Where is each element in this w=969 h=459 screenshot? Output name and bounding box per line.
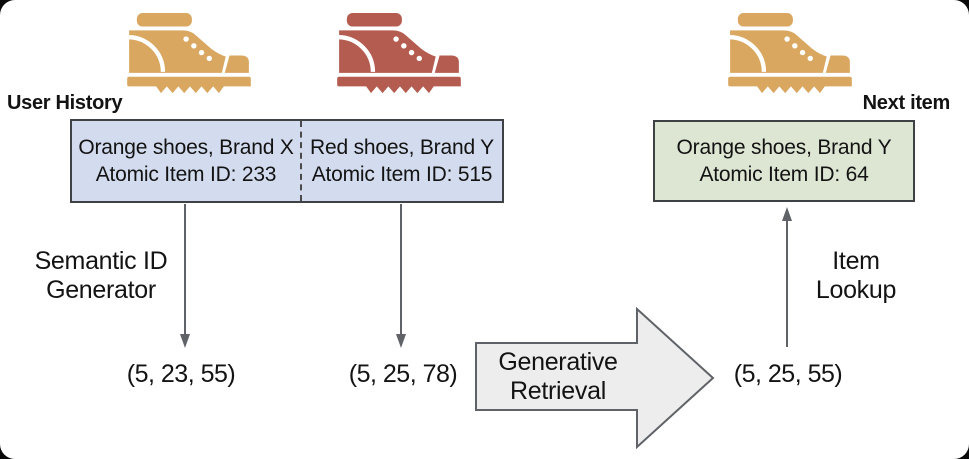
down-arrow-icon: [396, 204, 406, 348]
up-arrow-icon: [782, 207, 792, 347]
next-item-box: Orange shoes, Brand Y Atomic Item ID: 64: [653, 120, 915, 202]
next-item-boot-icon: [727, 13, 853, 98]
next-item-label: Next item: [862, 92, 951, 114]
history-item-2-name: Red shoes, Brand Y: [310, 136, 494, 159]
history-item-1-atomic-id: Atomic Item ID: 233: [95, 163, 277, 186]
next-item-name: Orange shoes, Brand Y: [676, 136, 892, 159]
item-lookup-label: Item Lookup: [815, 247, 897, 304]
history-item-2-atomic-id: Atomic Item ID: 515: [311, 163, 493, 186]
history-item-1: Orange shoes, Brand X Atomic Item ID: 23…: [72, 121, 300, 201]
semantic-id-generator-label: Semantic ID Generator: [34, 247, 168, 304]
generative-retrieval-label: Generative Retrieval: [498, 348, 618, 405]
generative-retrieval-arrow-icon: [475, 306, 715, 450]
next-item-content: Orange shoes, Brand Y Atomic Item ID: 64: [655, 122, 913, 200]
history-item-2: Red shoes, Brand Y Atomic Item ID: 515: [300, 121, 502, 201]
semantic-id-tuple-2: (5, 25, 78): [348, 360, 458, 388]
retrieved-semantic-id-tuple: (5, 25, 55): [733, 360, 843, 388]
history-item-1-name: Orange shoes, Brand X: [78, 136, 294, 159]
user-history-label: User History: [7, 92, 123, 114]
semantic-id-tuple-1: (5, 23, 55): [126, 360, 236, 388]
down-arrow-icon: [180, 204, 190, 348]
user-history-box: Orange shoes, Brand X Atomic Item ID: 23…: [70, 119, 504, 203]
orange-boot-icon: [126, 13, 252, 98]
red-boot-icon: [336, 13, 462, 98]
next-item-atomic-id: Atomic Item ID: 64: [699, 163, 869, 186]
